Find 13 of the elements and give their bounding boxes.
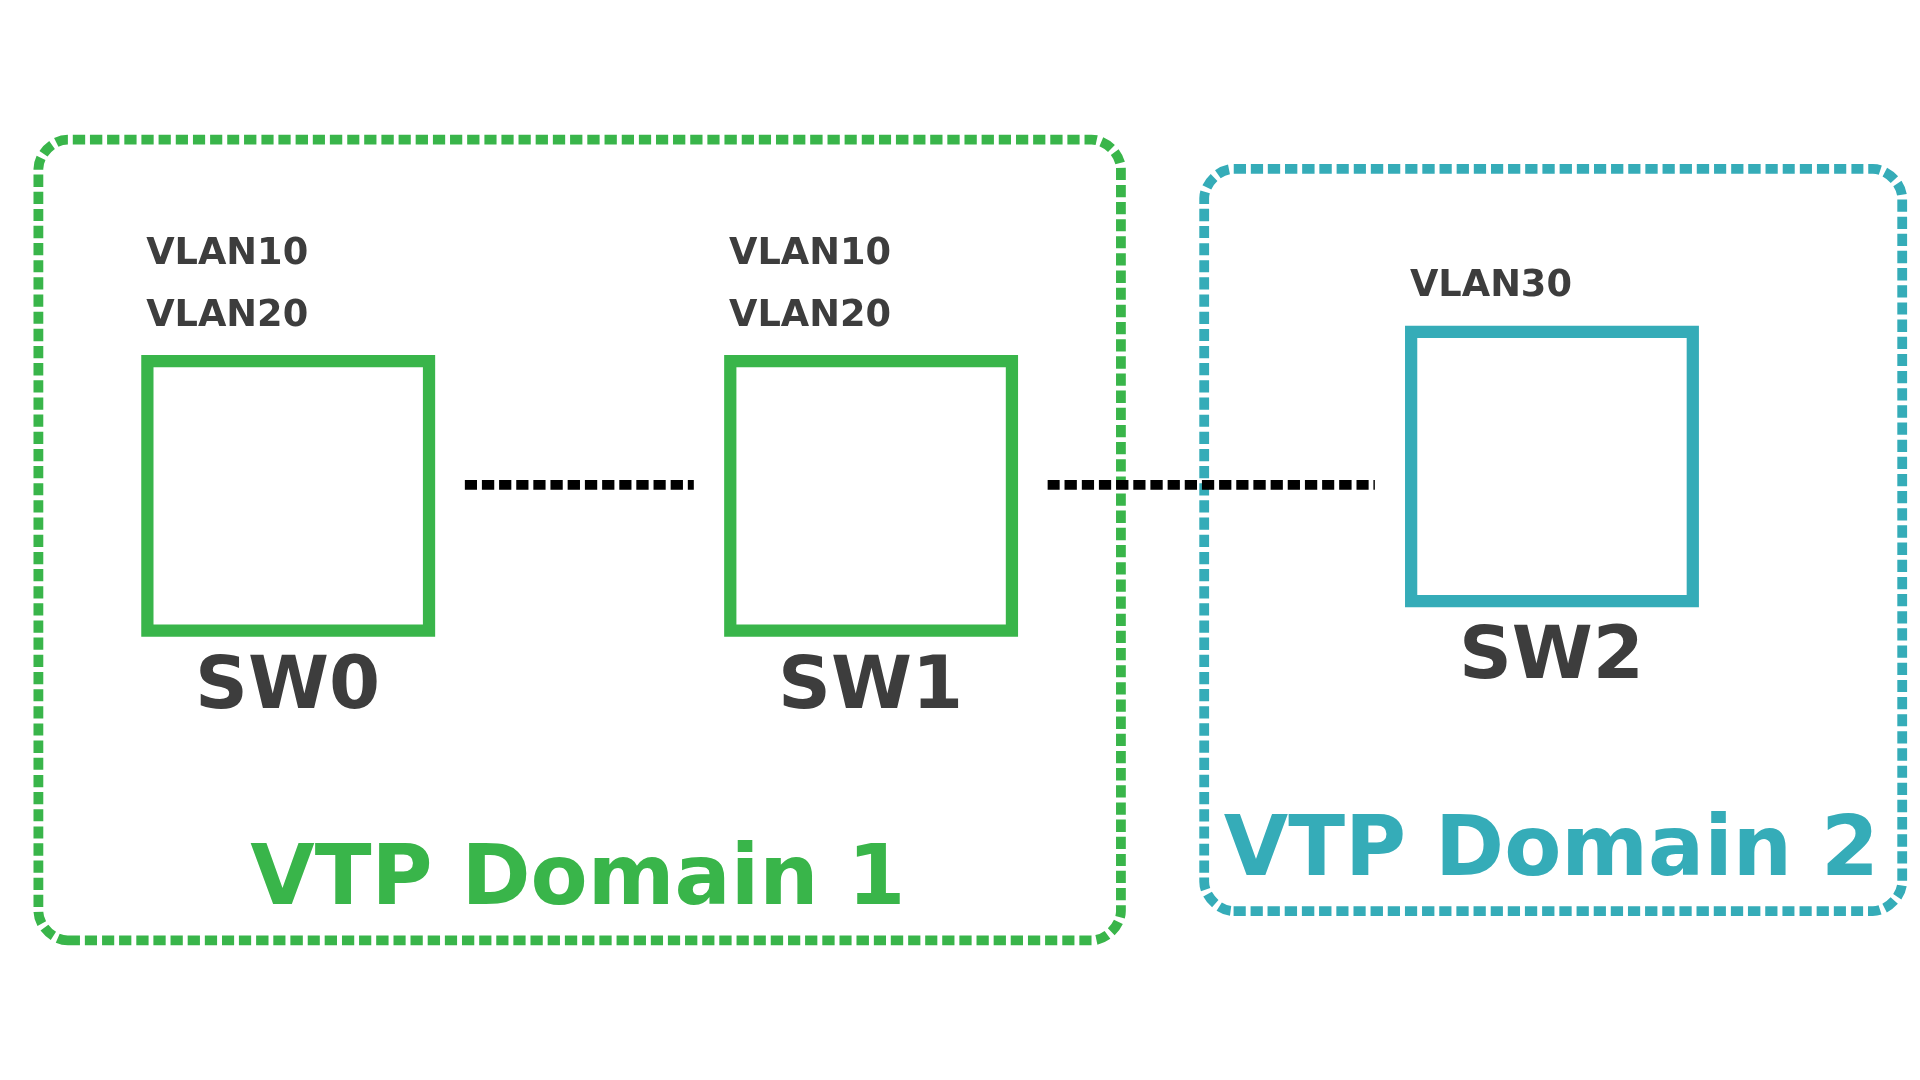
node-label: SW2 — [1458, 610, 1644, 696]
node-label: VLAN20 — [145, 291, 308, 335]
node-label: VLAN20 — [728, 291, 891, 335]
node-box — [723, 355, 1018, 637]
connector — [464, 480, 694, 490]
node-box — [1404, 325, 1699, 608]
node-label: VLAN10 — [145, 230, 308, 274]
node-box — [140, 355, 435, 637]
node-label: VLAN10 — [728, 230, 891, 274]
node-label: SW0 — [194, 639, 380, 725]
node-label: SW1 — [777, 639, 963, 725]
connector — [1047, 480, 1375, 490]
node-label: VLAN30 — [1409, 262, 1572, 306]
